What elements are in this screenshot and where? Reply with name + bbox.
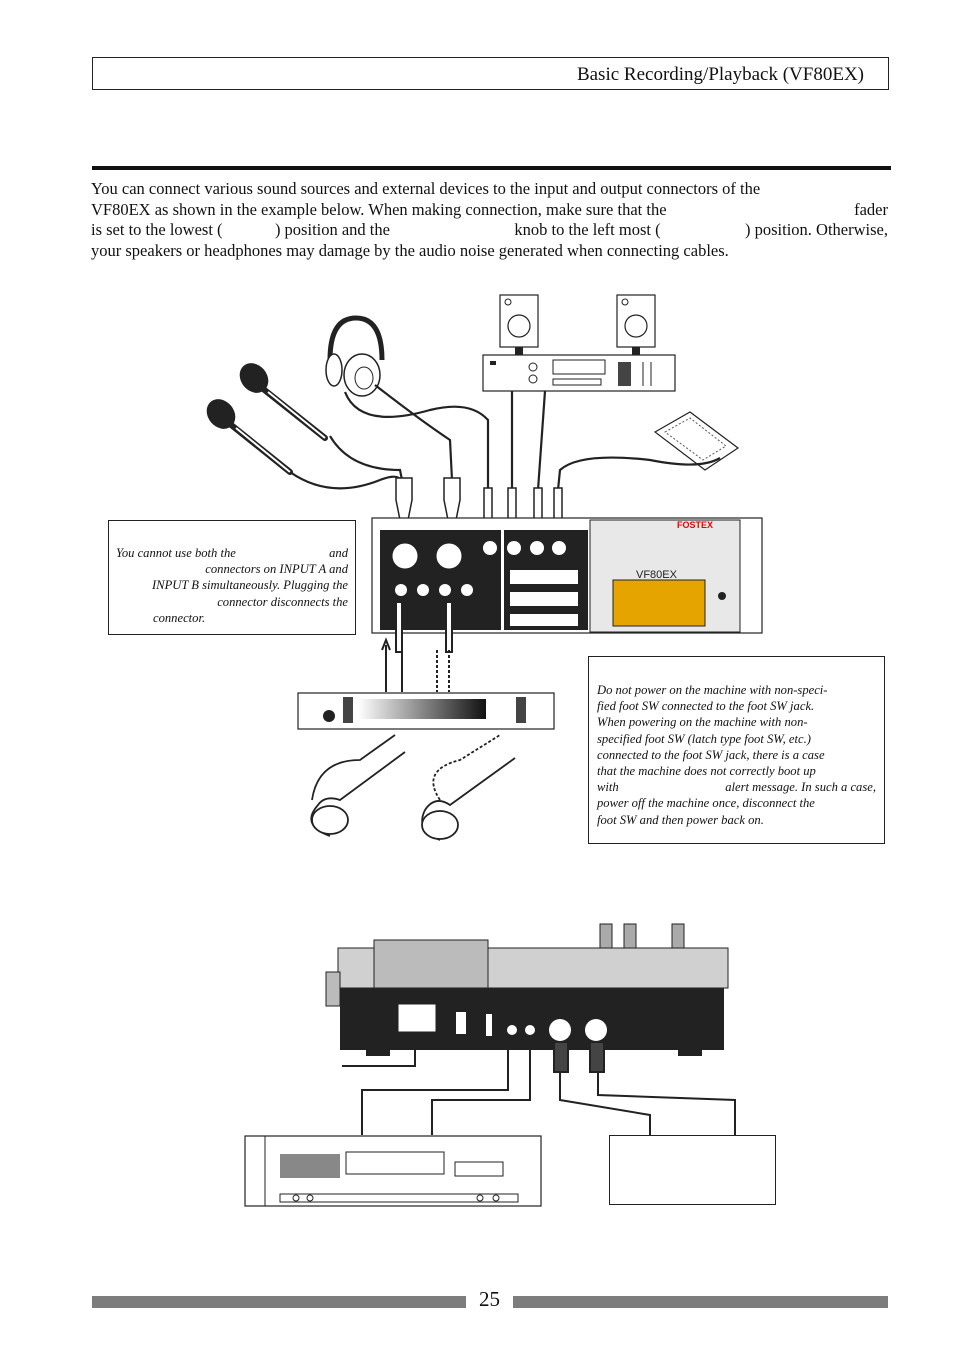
intro-line-3: is set to the lowest ( ) position and th… <box>91 220 888 241</box>
input-connector-note: You cannot use both the and connectors o… <box>108 520 356 635</box>
microphone-1-icon <box>239 363 328 441</box>
intro-line-3b: ) position and the <box>274 220 390 239</box>
cables-rear <box>342 1032 736 1135</box>
note1-line-3: INPUT B simultaneously. Plugging the <box>151 578 348 593</box>
cassette-deck <box>244 1135 542 1207</box>
page-header-title: Basic Recording/Playback (VF80EX) <box>576 64 864 85</box>
monitor-speaker-right <box>616 294 656 355</box>
note2-line-3: When powering on the machine with non- <box>597 715 808 730</box>
foot-switch-icon <box>653 411 740 471</box>
device-model: VF80EX <box>636 569 678 581</box>
external-midi-device-box <box>609 1135 776 1205</box>
note2-line-4: specified foot SW (latch type foot SW, e… <box>597 731 811 746</box>
intro-paragraph: You can connect various sound sources an… <box>91 179 888 261</box>
cables-input <box>381 601 453 692</box>
section-rule <box>92 166 891 170</box>
note2-line-6: that the machine does not correctly boot… <box>597 764 816 779</box>
guitar-icons <box>310 734 516 841</box>
monitor-speaker-left <box>499 294 539 355</box>
note2-line-5: connected to the foot SW jack, there is … <box>597 747 825 762</box>
effects-processor <box>297 692 555 730</box>
intro-line-3a: is set to the lowest ( <box>91 220 223 239</box>
headphones-icon <box>325 315 385 397</box>
note1-line-1a: You cannot use both the <box>116 546 236 560</box>
recorder-display <box>612 579 706 627</box>
intro-line-2b: fader <box>854 199 888 219</box>
device-brand: FOSTEX <box>677 520 713 530</box>
note2-line-2: fied foot SW connected to the foot SW ja… <box>597 699 815 714</box>
cables-top <box>289 384 721 491</box>
footer-bar-left <box>92 1296 466 1308</box>
page-number: 25 <box>479 1287 500 1311</box>
intro-line-3c: knob to the left most ( <box>514 220 661 239</box>
note2-line-9: foot SW and then power back on. <box>597 812 764 827</box>
note2-line-8: power off the machine once, disconnect t… <box>597 796 815 811</box>
header-box: Basic Recording/Playback (VF80EX) <box>92 57 889 90</box>
xlr-plugs <box>395 477 563 541</box>
note1-line-1b: and <box>329 546 348 560</box>
intro-line-4: your speakers or headphones may damage b… <box>91 240 729 260</box>
note2-line-7a: with <box>597 780 619 795</box>
intro-line-1: You can connect various sound sources an… <box>91 179 761 198</box>
microphone-2-icon <box>206 399 293 475</box>
note2-line-1: Do not power on the machine with non-spe… <box>597 683 828 697</box>
note2-line-7: with alert message. In such a case, <box>597 779 876 795</box>
intro-line-3d: ) position. Otherwise, <box>744 220 888 239</box>
intro-line-2a: VF80EX as shown in the example below. Wh… <box>91 199 667 219</box>
note1-line-4: connector disconnects the <box>217 594 348 609</box>
note1-line-1: You cannot use both the and <box>116 545 348 561</box>
footer-bar-right <box>513 1296 888 1308</box>
amplifier <box>482 354 676 392</box>
note1-line-2: connectors on INPUT A and <box>205 562 348 577</box>
vf80ex-recorder: FOSTEX VF80EX <box>371 517 763 634</box>
note2-line-7b: alert message. In such a case, <box>725 780 876 795</box>
foot-switch-note: Do not power on the machine with non-spe… <box>588 656 885 844</box>
intro-line-2: VF80EX as shown in the example below. Wh… <box>91 200 888 221</box>
note1-line-5: connector. <box>153 610 206 625</box>
vf80ex-rear-panel <box>325 923 729 1056</box>
